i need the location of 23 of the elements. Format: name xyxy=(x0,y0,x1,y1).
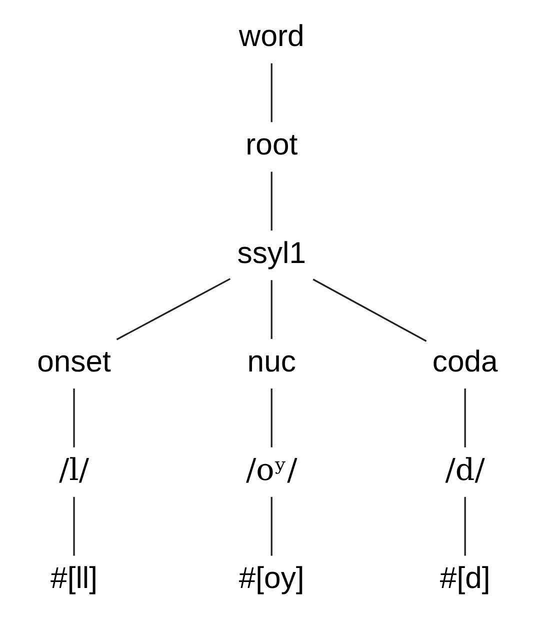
connector xyxy=(464,388,466,448)
connector xyxy=(73,388,75,448)
node-text: /d/ xyxy=(445,452,485,488)
node-text: ssyl1 xyxy=(237,236,306,270)
connector xyxy=(270,172,272,231)
connector xyxy=(116,278,231,340)
node-text: word xyxy=(238,20,304,54)
connector xyxy=(73,496,75,556)
node-text: #[d] xyxy=(440,562,490,596)
node-text: root xyxy=(246,128,298,162)
connector xyxy=(464,496,466,556)
node-text: /l/ xyxy=(59,452,90,488)
node-text: /oʸ/ xyxy=(246,452,298,488)
node-text: nuc xyxy=(247,345,296,378)
connector xyxy=(312,278,427,342)
connector xyxy=(270,388,272,448)
connector xyxy=(270,280,272,339)
node-text: #[oy] xyxy=(238,562,304,596)
connector xyxy=(270,496,272,556)
connector xyxy=(270,63,272,122)
node-text: onset xyxy=(37,345,111,378)
node-text: coda xyxy=(432,345,498,378)
node-text: #[ll] xyxy=(50,562,98,596)
